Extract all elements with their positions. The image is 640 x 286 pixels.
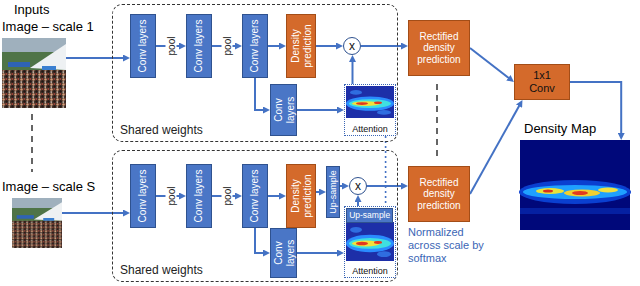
density-block: Density prediction — [286, 164, 316, 228]
conv-block: Conv layers — [186, 164, 212, 228]
density-map-image — [519, 140, 631, 230]
map-blob — [564, 190, 600, 197]
node-label: x — [355, 180, 361, 192]
map-blob — [572, 191, 588, 195]
edge-label: pool — [222, 186, 233, 207]
shared-weights-region: Shared weightsConv layersConv layersConv… — [112, 150, 398, 282]
connector-arrow — [316, 45, 339, 47]
edge-label: pool — [166, 186, 177, 207]
input-photo — [12, 198, 62, 248]
node-label: Rectified density prediction — [409, 31, 469, 66]
conv-block: Conv layers — [270, 84, 297, 136]
rectified-block: Rectified density prediction — [408, 20, 470, 76]
node-label: Conv layers — [137, 167, 149, 225]
attention-box: Attention Up-sample — [344, 206, 396, 278]
node-label: Rectified density prediction — [409, 177, 469, 212]
connector-arrow — [62, 212, 126, 214]
upsample-block: Up-sample — [326, 166, 340, 218]
map-blob — [543, 190, 553, 193]
node-label: Shared weights — [120, 264, 203, 278]
node-label: Conv layers — [193, 17, 205, 75]
connector-arrow — [470, 104, 521, 195]
annotation-note: Normalized across scale by softmax — [408, 226, 488, 265]
input-photo — [2, 38, 66, 108]
dotted-link — [385, 136, 387, 206]
map-band — [520, 208, 630, 214]
attention-box: Attention — [344, 84, 396, 136]
map-blob — [536, 188, 564, 194]
map-band — [523, 185, 627, 199]
node-label: Conv layers — [249, 167, 261, 225]
node-label: Attention — [345, 266, 395, 276]
node-label: Image – scale 1 — [2, 20, 94, 35]
node-label: Conv layers — [137, 17, 149, 75]
node-label: x — [349, 40, 355, 52]
ellipsis-dash — [436, 84, 438, 158]
node-label: 1x1 Conv — [525, 69, 559, 94]
multiply-circle: x — [349, 177, 367, 195]
input-image: Image – scale 1 — [2, 38, 66, 108]
connector-arrow — [470, 48, 511, 80]
conv-block: Conv layers — [186, 14, 212, 78]
multiply-circle: x — [343, 37, 361, 55]
connector-arrow — [66, 57, 126, 59]
density-block: Density prediction — [286, 14, 316, 78]
input-image: Image – scale S — [12, 198, 62, 248]
shared-weights-region: Shared weightsConv layersConv layersConv… — [112, 4, 398, 142]
node-label: Up-sample — [349, 211, 390, 220]
connector-arrow — [255, 228, 266, 253]
map-ground — [520, 140, 630, 230]
node-label: Image – scale S — [2, 180, 95, 195]
node-label: Density prediction — [290, 167, 313, 225]
node-label: Conv layers — [249, 17, 261, 75]
connector-arrow — [268, 45, 282, 47]
section-label: Inputs — [14, 2, 49, 17]
conv-block: Conv layers — [242, 14, 268, 78]
attention-map — [346, 222, 394, 261]
connector-arrow — [297, 109, 340, 111]
edge-label: pool — [166, 36, 177, 57]
node-label: Density prediction — [290, 17, 313, 75]
connector-arrow — [352, 59, 354, 84]
connector-arrow — [357, 199, 359, 206]
fusion-conv-block: 1x1 Conv — [514, 64, 570, 100]
connector-arrow — [316, 191, 322, 193]
upsample-bar: Up-sample — [346, 208, 393, 223]
connector-arrow — [340, 185, 345, 187]
node-label: Conv layers — [272, 231, 295, 275]
density-map: Density Map — [520, 140, 630, 230]
rectified-block: Rectified density prediction — [408, 166, 470, 222]
attention-map — [346, 86, 394, 118]
conv-block: Conv layers — [130, 164, 156, 228]
node-label: Density Map — [524, 122, 596, 137]
node-label: Conv layers — [272, 87, 295, 133]
edge-label: pool — [222, 36, 233, 57]
node-label: Up-sample — [328, 169, 338, 215]
node-label: Attention — [345, 124, 395, 134]
map-blob — [598, 188, 618, 193]
conv-block: Conv layers — [130, 14, 156, 78]
connector-arrow — [255, 78, 266, 110]
ellipsis-dash — [31, 114, 33, 172]
conv-block: Conv layers — [242, 164, 268, 228]
connector-arrow — [297, 252, 340, 254]
node-label: Conv layers — [193, 167, 205, 225]
conv-block: Conv layers — [270, 228, 297, 278]
node-label: Shared weights — [120, 124, 203, 138]
connector-arrow — [268, 195, 282, 197]
map-band — [519, 180, 631, 204]
